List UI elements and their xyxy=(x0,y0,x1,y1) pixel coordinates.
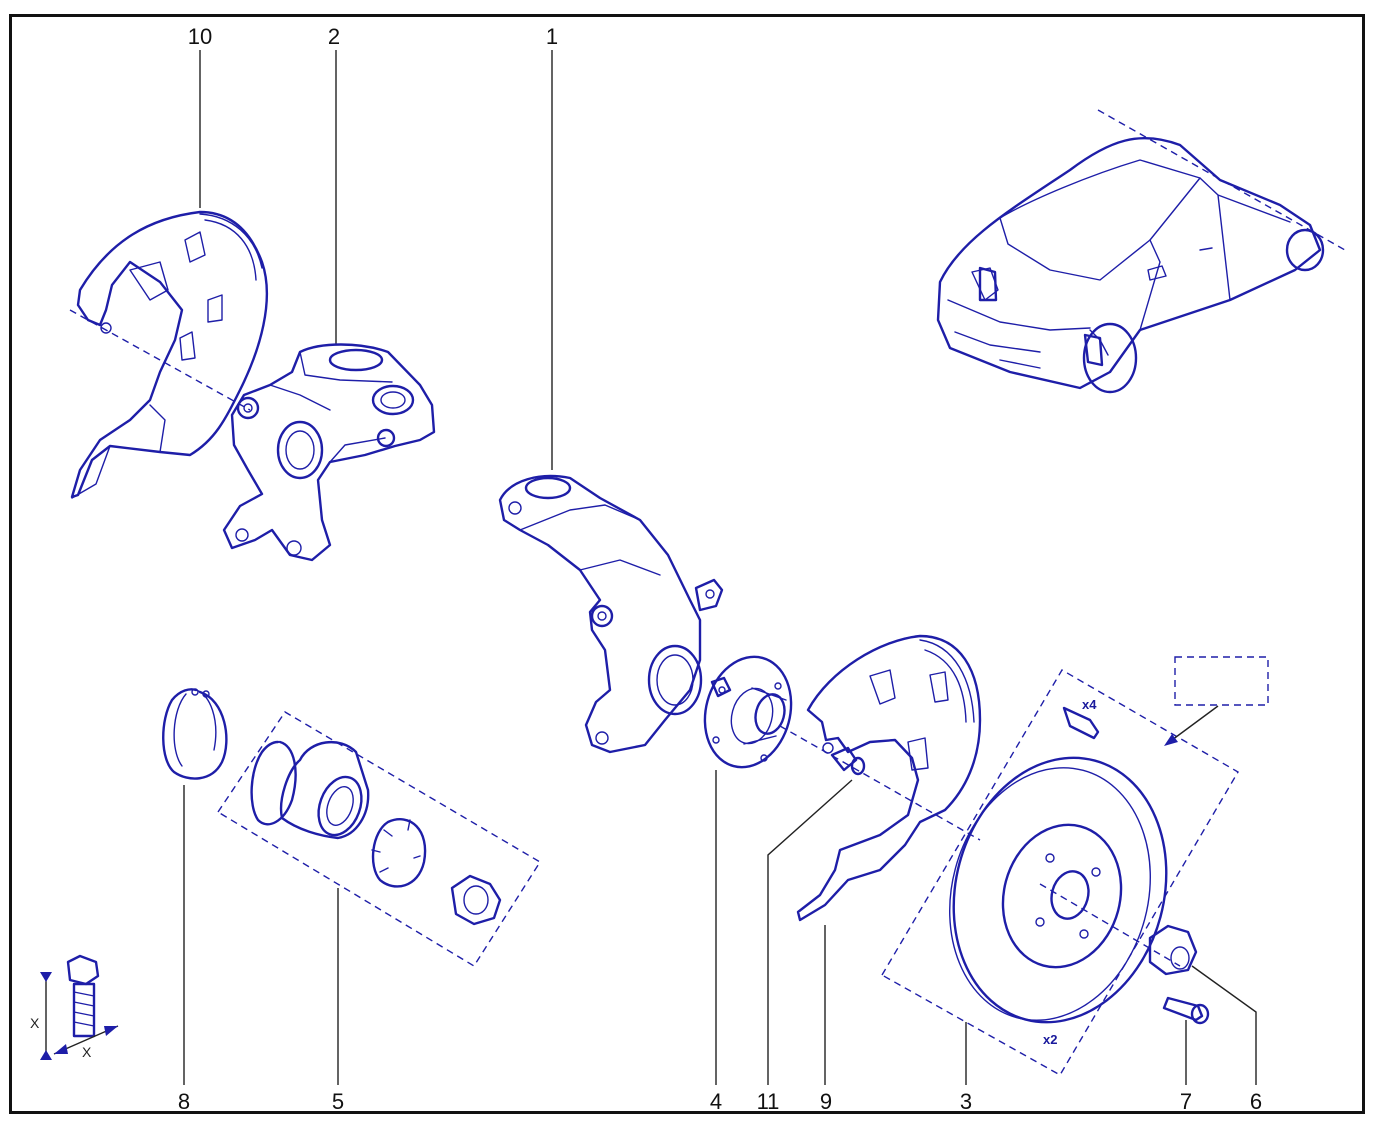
steering-knuckle-left xyxy=(222,343,436,562)
leader-lines xyxy=(183,50,1257,1085)
stud-quantity-label: x4 xyxy=(1082,697,1097,712)
callout-8: 8 xyxy=(177,1089,191,1114)
callout-5: 5 xyxy=(331,1089,345,1114)
dust-shield-left xyxy=(69,210,269,499)
callout-7: 7 xyxy=(1179,1089,1193,1114)
callout-3: 3 xyxy=(959,1089,973,1114)
brake-disc-kit xyxy=(881,656,1269,1076)
steering-knuckle-center xyxy=(498,474,724,754)
torque-legend-horizontal-label: X xyxy=(82,1044,92,1060)
wheel-hub xyxy=(703,655,793,769)
callout-10: 10 xyxy=(187,24,213,49)
torque-legend-vertical-label: X xyxy=(30,1015,40,1031)
shield-bolt xyxy=(830,746,866,776)
dust-shield-right xyxy=(779,634,982,922)
callout-2: 2 xyxy=(327,24,341,49)
callout-1: 1 xyxy=(545,24,559,49)
callout-11: 11 xyxy=(756,1089,780,1114)
callout-6: 6 xyxy=(1249,1089,1263,1114)
circlip xyxy=(162,688,228,780)
callout-9: 9 xyxy=(819,1089,833,1114)
hub-nut xyxy=(1148,924,1198,976)
vehicle-locator-view xyxy=(936,109,1346,394)
callout-4: 4 xyxy=(709,1089,723,1114)
diagram-frame xyxy=(9,14,1365,1114)
disc-quantity-label: x2 xyxy=(1043,1032,1058,1047)
torque-legend-bolt xyxy=(40,954,119,1060)
bearing-kit xyxy=(217,711,541,967)
disc-screw xyxy=(1162,996,1210,1025)
